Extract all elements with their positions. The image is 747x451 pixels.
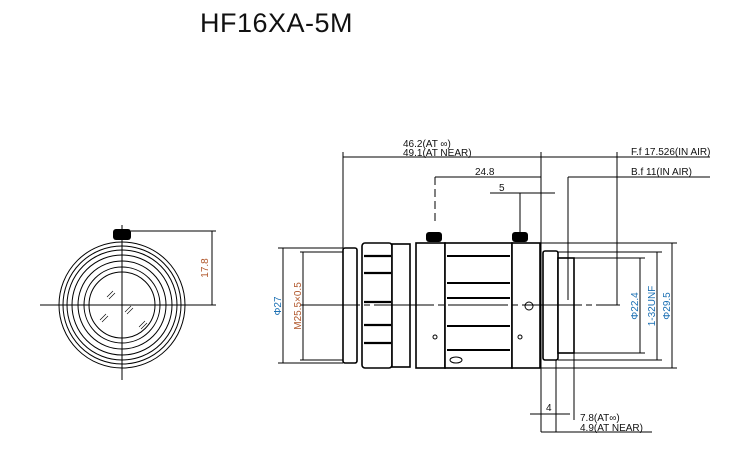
flange-front-label: F.f 17.526(IN AIR) <box>631 147 710 158</box>
dim-24-8-label: 24.8 <box>475 167 495 178</box>
flange-back-label: B.f 11(IN AIR) <box>631 167 692 178</box>
dia-body-label: Φ29.5 <box>662 292 673 320</box>
knob-height-label: 17.8 <box>200 258 211 278</box>
dia-front-label: Φ27 <box>273 296 284 316</box>
length-inf-label: 46.2(AT ∞) <box>403 139 451 150</box>
iris-knob-icon <box>512 232 528 242</box>
dim-4-label: 4 <box>546 403 552 414</box>
filter-thread-label: M25.5×0.5 <box>293 282 304 330</box>
length-near-label: 49.1(AT NEAR) <box>403 148 472 159</box>
front-view: 17.8 <box>40 225 216 380</box>
back-inf-label: 7.8(AT∞) <box>580 413 620 424</box>
mount-thread-label: 1-32UNF <box>647 286 658 327</box>
back-near-label: 4.9(AT NEAR) <box>580 423 643 434</box>
dim-5-label: 5 <box>499 183 505 194</box>
focus-knob-icon <box>426 232 442 242</box>
model-title: HF16XA-5M <box>200 8 354 38</box>
dia-mount-label: Φ22.4 <box>630 292 641 320</box>
side-view: 46.2(AT ∞) 49.1(AT NEAR) F.f 17.526(IN A… <box>273 139 710 434</box>
